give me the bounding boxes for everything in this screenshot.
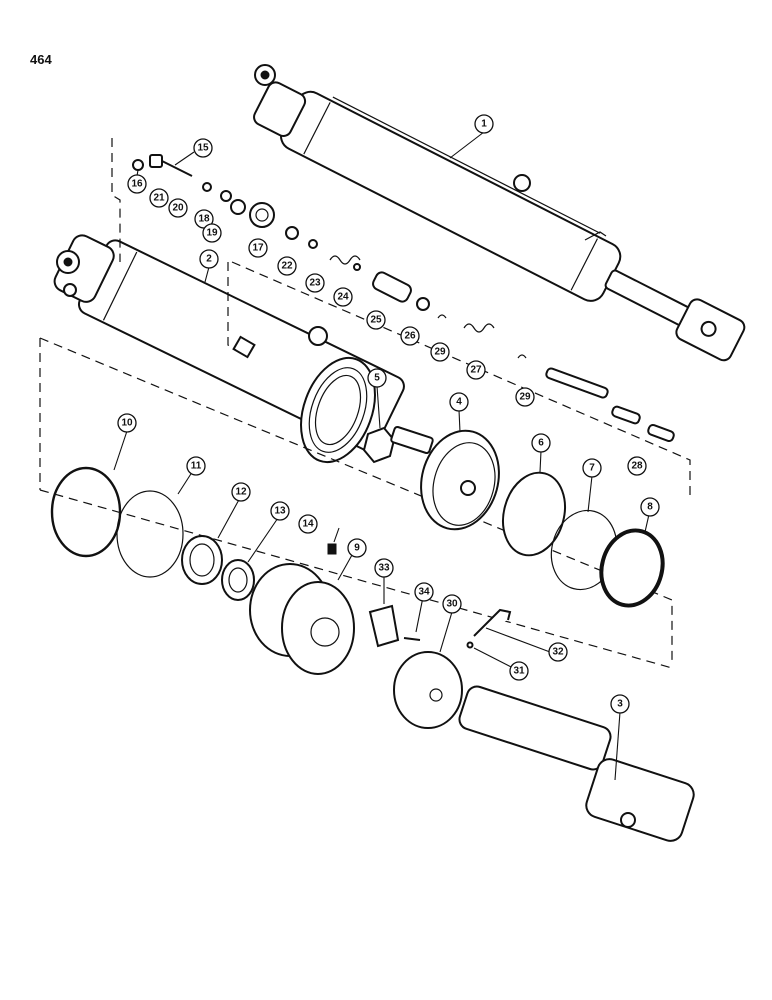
callout-32: 32 <box>548 642 568 662</box>
callout-9: 9 <box>347 538 367 558</box>
svg-text:19: 19 <box>206 228 218 239</box>
callout-30: 30 <box>442 594 462 614</box>
callout-7: 7 <box>582 458 602 478</box>
svg-text:22: 22 <box>281 261 293 272</box>
callout-19: 19 <box>202 223 222 243</box>
svg-text:5: 5 <box>374 373 380 384</box>
callout-14: 14 <box>298 514 318 534</box>
callouts: 1 2 3 4 5 6 7 8 9 10 11 12 13 14 15 16 1… <box>117 114 660 714</box>
rod-parts <box>368 604 695 842</box>
svg-text:21: 21 <box>153 193 165 204</box>
svg-text:14: 14 <box>302 519 314 530</box>
callout-20: 20 <box>168 198 188 218</box>
callout-17: 17 <box>248 238 268 258</box>
svg-text:1: 1 <box>481 119 487 130</box>
callout-13: 13 <box>270 501 290 521</box>
svg-text:13: 13 <box>274 506 286 517</box>
callout-11: 11 <box>186 456 206 476</box>
svg-text:34: 34 <box>418 587 430 598</box>
callout-29b: 29 <box>515 387 535 407</box>
valve-hardware-parts <box>132 154 675 443</box>
svg-text:24: 24 <box>337 292 349 303</box>
callout-25: 25 <box>366 310 386 330</box>
callout-33: 33 <box>374 558 394 578</box>
svg-text:12: 12 <box>235 487 247 498</box>
svg-text:30: 30 <box>446 599 458 610</box>
callout-27: 27 <box>466 360 486 380</box>
svg-text:20: 20 <box>172 203 184 214</box>
callout-3: 3 <box>610 694 630 714</box>
callout-6: 6 <box>531 433 551 453</box>
svg-text:3: 3 <box>617 699 623 710</box>
callout-12: 12 <box>231 482 251 502</box>
cylinder-barrel <box>53 234 405 464</box>
callout-29a: 29 <box>430 342 450 362</box>
svg-text:28: 28 <box>631 461 643 472</box>
gland-and-seals <box>50 466 355 675</box>
svg-text:9: 9 <box>354 543 360 554</box>
svg-text:7: 7 <box>589 463 595 474</box>
svg-text:31: 31 <box>513 666 525 677</box>
svg-text:26: 26 <box>404 331 416 342</box>
svg-text:27: 27 <box>470 365 482 376</box>
callout-16: 16 <box>127 174 147 194</box>
svg-text:18: 18 <box>198 214 210 225</box>
callout-15: 15 <box>193 138 213 158</box>
svg-text:6: 6 <box>538 438 544 449</box>
callout-2: 2 <box>199 249 219 269</box>
svg-text:10: 10 <box>121 418 133 429</box>
callout-24: 24 <box>333 287 353 307</box>
callout-10: 10 <box>117 413 137 433</box>
svg-text:4: 4 <box>456 397 462 408</box>
svg-text:25: 25 <box>370 315 382 326</box>
svg-text:15: 15 <box>197 143 209 154</box>
page-number: 464 <box>30 52 52 67</box>
svg-text:23: 23 <box>309 278 321 289</box>
svg-text:16: 16 <box>131 179 143 190</box>
callout-34: 34 <box>414 582 434 602</box>
assembled-cylinder <box>253 64 746 362</box>
callout-28: 28 <box>627 456 647 476</box>
callout-23: 23 <box>305 273 325 293</box>
svg-text:2: 2 <box>206 254 212 265</box>
callout-1: 1 <box>474 114 494 134</box>
callout-21: 21 <box>149 188 169 208</box>
svg-text:8: 8 <box>647 502 653 513</box>
svg-text:29: 29 <box>434 347 446 358</box>
callout-22: 22 <box>277 256 297 276</box>
svg-text:32: 32 <box>552 647 564 658</box>
callout-4: 4 <box>449 392 469 412</box>
callout-8: 8 <box>640 497 660 517</box>
piston-parts <box>362 425 665 608</box>
svg-text:17: 17 <box>252 243 264 254</box>
callout-31: 31 <box>509 661 529 681</box>
svg-text:33: 33 <box>378 563 390 574</box>
svg-text:11: 11 <box>191 461 202 472</box>
svg-text:29: 29 <box>519 392 531 403</box>
dashed-group-outlines <box>39 138 691 669</box>
callout-5: 5 <box>367 368 387 388</box>
leader-lines <box>113 131 651 781</box>
callout-26: 26 <box>400 326 420 346</box>
